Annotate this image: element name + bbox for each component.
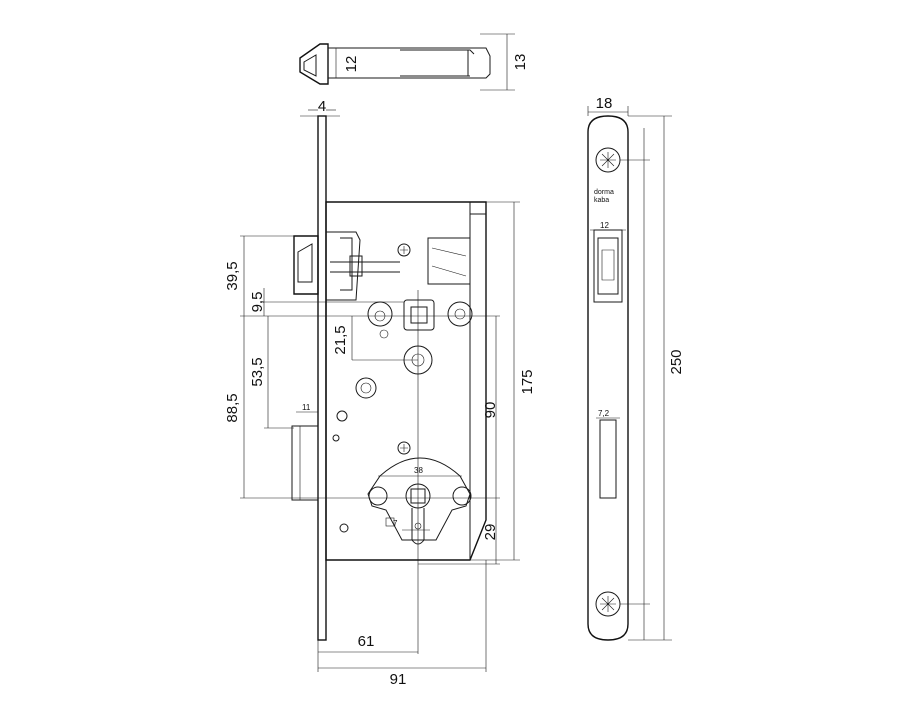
dim-53-5: 53,5 [249,357,266,386]
dim-91: 91 [390,671,407,688]
dim-90: 90 [482,402,499,419]
dim-175: 175 [519,369,536,394]
dim-38: 38 [414,466,423,475]
side-view-faceplate: dorma kaba 12 7,2 18 250 [587,95,685,641]
dim-11: 11 [302,403,311,412]
dim-21-5: 21,5 [332,325,349,354]
dim-18: 18 [596,95,613,112]
dim-39-5: 39,5 [224,261,241,290]
brand-line-1: dorma [594,189,614,196]
dim-face-12: 12 [600,221,609,230]
dim-4: 4 [318,98,326,115]
dim-12-top: 12 [343,56,360,73]
dim-250: 250 [668,349,685,374]
dim-13-top: 13 [512,54,529,71]
dim-61: 61 [358,633,375,650]
dim-88-5: 88,5 [224,393,241,422]
top-view-latch: 12 13 [299,33,529,91]
brand-line-2: kaba [594,197,609,204]
front-view-dimensions: 39,5 9,5 21,5 53,5 88,5 11 175 90 29 38 … [224,201,536,688]
front-view-lock-case: 4 [291,98,487,641]
dim-29: 29 [482,524,499,541]
dim-7: 7 [393,519,398,528]
dim-face-7-2: 7,2 [598,409,610,418]
dim-9-5: 9,5 [249,292,266,313]
